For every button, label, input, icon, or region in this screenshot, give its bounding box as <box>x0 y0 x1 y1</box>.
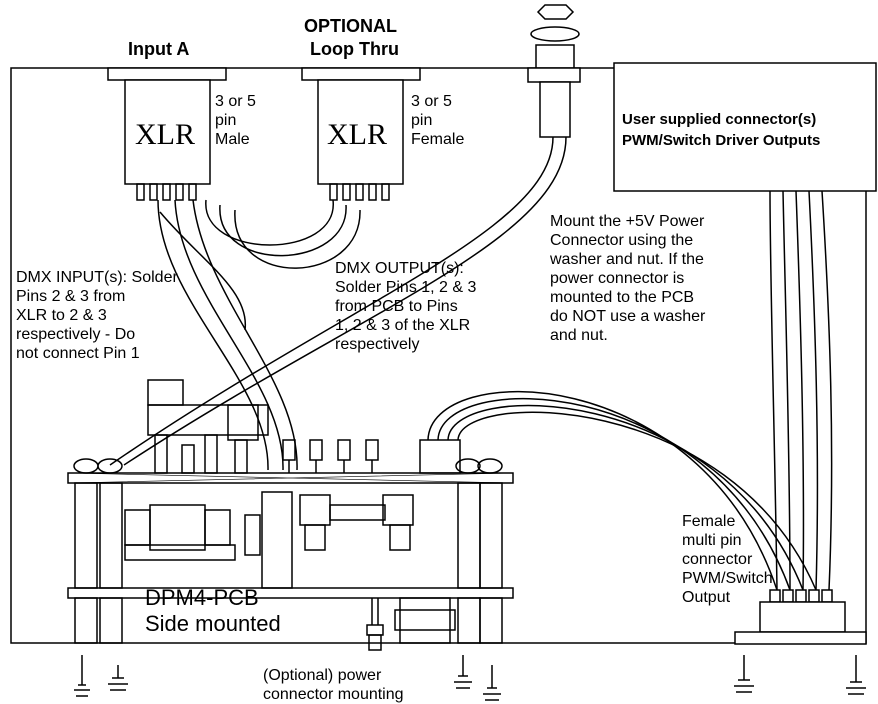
wire-input-pcb <box>159 211 246 331</box>
wire-power-1 <box>109 136 554 466</box>
wire-pcb-out-2 <box>437 397 791 591</box>
female-connector-note: Female multi pin connector PWM/Switch Ou… <box>682 513 773 606</box>
xlr-male-label: XLR <box>135 118 195 151</box>
user-connector-box <box>613 62 877 192</box>
wire-input-3 <box>192 199 298 471</box>
wire-pcb-out-4 <box>457 411 817 591</box>
mounting-screws <box>74 655 866 701</box>
wire-out-3 <box>795 190 805 591</box>
male-spec-label: 3 or 5 pin Male <box>215 93 256 148</box>
pcb-assembly <box>67 379 514 651</box>
female-multipin-connector <box>734 589 867 645</box>
wire-out-4 <box>808 190 819 591</box>
loop-thru-label: Loop Thru <box>310 39 399 59</box>
xlr-male-connector <box>107 67 227 201</box>
optional-power-note: (Optional) power connector mounting <box>263 666 404 704</box>
power-mount-note: Mount the +5V Power Connector using the … <box>550 213 706 344</box>
dmx-input-note: DMX INPUT(s): Solder Pins 2 & 3 from XLR… <box>16 269 178 362</box>
wire-out-2 <box>782 190 791 591</box>
xlr-female-label: XLR <box>327 118 387 151</box>
input-a-label: Input A <box>128 39 190 59</box>
user-connector-line2: PWM/Switch Driver Outputs <box>622 132 821 149</box>
optional-label: OPTIONAL <box>304 16 397 36</box>
wire-pcb-out-3 <box>447 404 804 591</box>
female-spec-label: 3 or 5 pin Female <box>411 93 465 148</box>
wire-out-5 <box>821 190 833 591</box>
wire-pcb-out-1 <box>427 390 778 591</box>
xlr-female-connector <box>301 67 421 201</box>
user-connector-line1: User supplied connector(s) <box>622 111 817 128</box>
power-jack <box>527 4 581 138</box>
wire-loop-1 <box>205 199 334 246</box>
wire-out-1 <box>769 190 778 591</box>
wire-input-2 <box>174 199 284 471</box>
wire-loop-2 <box>219 204 347 257</box>
wire-loop-3 <box>234 209 361 269</box>
pcb-name-label: DPM4-PCB <box>145 585 259 610</box>
pcb-mount-label: Side mounted <box>145 611 281 636</box>
dmx-output-note: DMX OUTPUT(s): Solder Pins 1, 2 & 3 from… <box>335 260 477 353</box>
